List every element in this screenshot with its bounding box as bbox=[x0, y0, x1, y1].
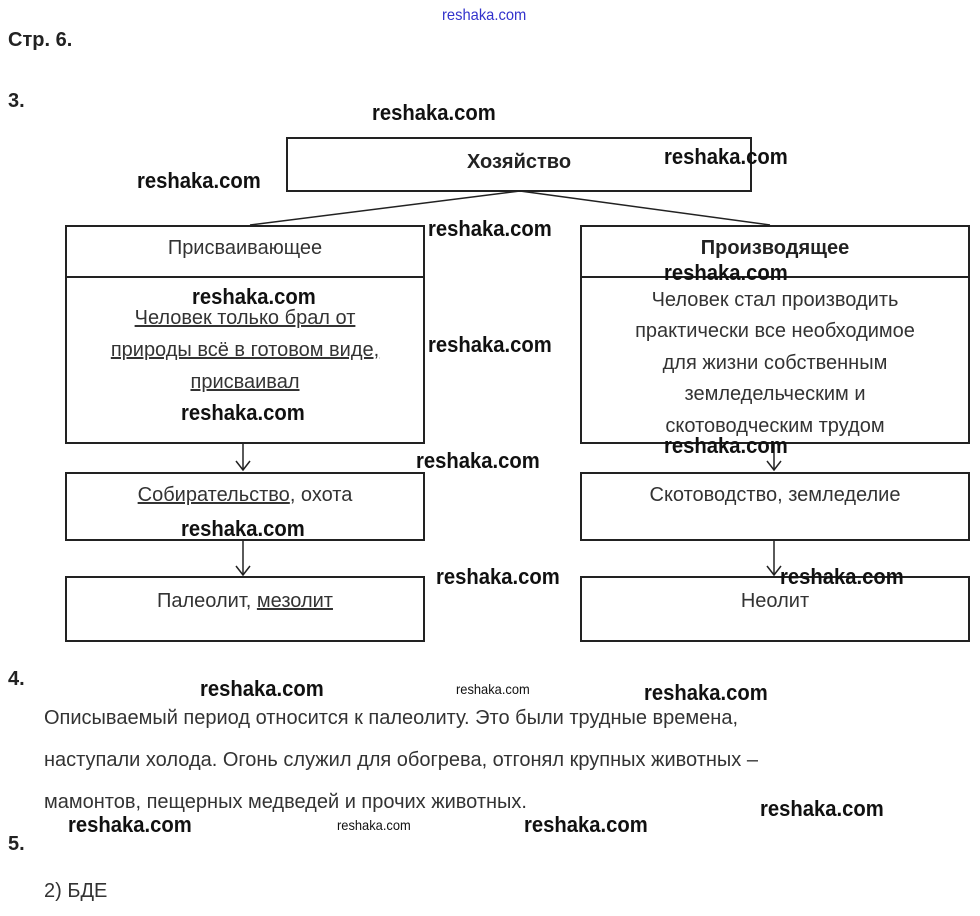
left-activity: Собирательство, охота bbox=[67, 480, 423, 511]
watermark: reshaka.com bbox=[192, 284, 316, 309]
watermark: reshaka.com bbox=[137, 168, 261, 193]
watermark: reshaka.com bbox=[664, 260, 788, 285]
watermark: reshaka.com bbox=[760, 796, 884, 821]
task-4-number: 4. bbox=[8, 668, 25, 690]
right-body-line: скотоводческим трудом bbox=[665, 415, 885, 437]
period-plain: Палеолит, bbox=[157, 590, 257, 612]
left-body-line: присваивал bbox=[190, 371, 300, 393]
left-header-box: Присваивающее bbox=[65, 225, 425, 278]
watermark: reshaka.com bbox=[664, 144, 788, 169]
watermark: reshaka.com bbox=[337, 817, 411, 833]
watermark: reshaka.com bbox=[181, 516, 305, 541]
watermark: reshaka.com bbox=[780, 564, 904, 589]
left-period-box: Палеолит, мезолит bbox=[65, 576, 425, 642]
left-body-box: Человек только брал от природы всё в гот… bbox=[65, 276, 425, 444]
watermark: reshaka.com bbox=[428, 332, 552, 357]
activity-rest: , охота bbox=[289, 484, 353, 506]
root-label: Хозяйство bbox=[466, 151, 572, 173]
right-body-line: практически все необходимое bbox=[635, 320, 915, 342]
watermark: reshaka.com bbox=[416, 448, 540, 473]
right-activity: Скотоводство, земледелие bbox=[649, 484, 901, 506]
watermark: reshaka.com bbox=[372, 100, 496, 125]
right-body-box: Человек стал производить практически все… bbox=[580, 276, 970, 444]
watermark: reshaka.com bbox=[456, 681, 530, 697]
watermark: reshaka.com bbox=[436, 564, 560, 589]
page-label: Стр. 6. bbox=[8, 29, 73, 51]
period-underlined: мезолит bbox=[256, 590, 333, 612]
left-period: Палеолит, мезолит bbox=[67, 586, 423, 617]
activity-underlined: Собирательство bbox=[137, 484, 290, 506]
watermark: reshaka.com bbox=[664, 433, 788, 458]
right-body-line: земледельческим и bbox=[684, 383, 866, 405]
right-activity-box: Скотоводство, земледелие bbox=[580, 472, 970, 541]
task-4-line: мамонтов, пещерных медведей и прочих жив… bbox=[44, 791, 527, 813]
right-period: Неолит bbox=[740, 590, 810, 612]
left-body-line: Человек только брал от bbox=[134, 307, 356, 329]
task-4-line: Описываемый период относится к палеолиту… bbox=[44, 707, 739, 729]
watermark: reshaka.com bbox=[181, 400, 305, 425]
watermark: reshaka.com bbox=[200, 676, 324, 701]
task-5-answer: 2) БДЕ bbox=[44, 880, 108, 902]
right-period-box: Неолит bbox=[580, 576, 970, 642]
task-4-line: наступали холода. Огонь служил для обогр… bbox=[44, 749, 758, 771]
left-activity-box: Собирательство, охота bbox=[65, 472, 425, 541]
right-body-line: для жизни собственным bbox=[662, 352, 888, 374]
watermark: reshaka.com bbox=[644, 680, 768, 705]
root-box: Хозяйство bbox=[286, 137, 752, 192]
watermark: reshaka.com bbox=[442, 7, 527, 24]
left-body-line: природы всё в готовом виде, bbox=[110, 339, 380, 361]
right-body-line: Человек стал производить bbox=[651, 289, 899, 311]
right-title: Производящее bbox=[700, 237, 850, 259]
left-title: Присваивающее bbox=[167, 237, 323, 259]
task-3-number: 3. bbox=[8, 90, 25, 112]
watermark: reshaka.com bbox=[68, 812, 192, 837]
watermark: reshaka.com bbox=[524, 812, 648, 837]
watermark: reshaka.com bbox=[428, 216, 552, 241]
task-5-number: 5. bbox=[8, 833, 25, 855]
